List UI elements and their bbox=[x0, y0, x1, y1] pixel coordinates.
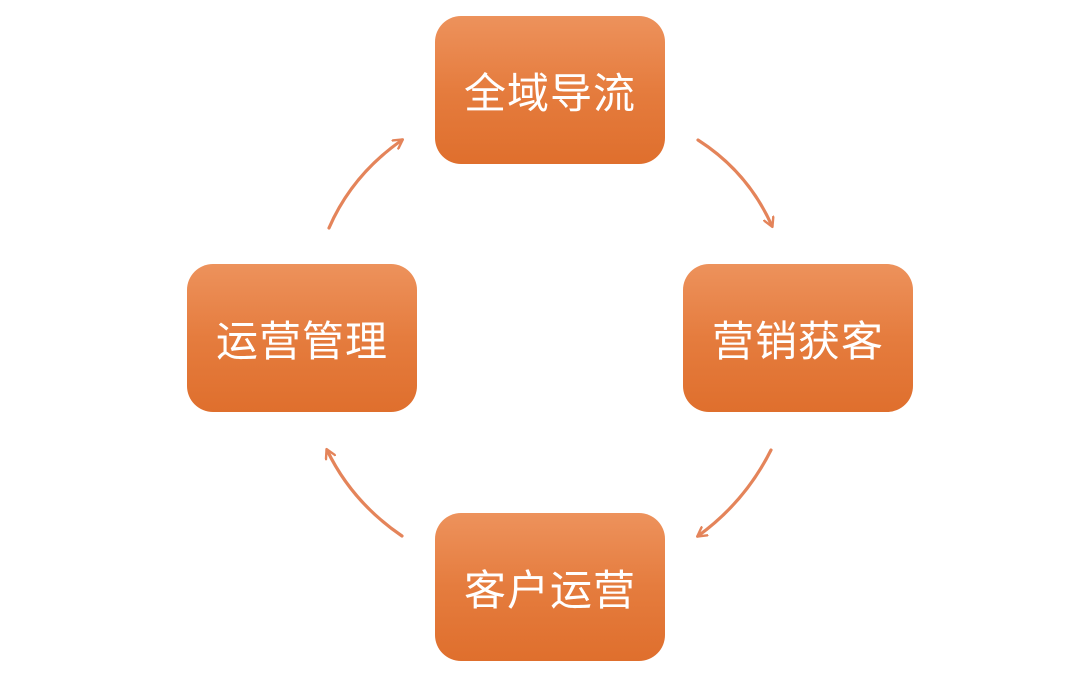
node-label: 营销获客 bbox=[711, 316, 884, 366]
node-label: 运营管理 bbox=[215, 316, 388, 366]
node-customer-operation: 客户运营 bbox=[435, 513, 665, 661]
node-operation-management: 运营管理 bbox=[187, 264, 417, 412]
node-label: 全域导流 bbox=[463, 68, 636, 118]
node-full-domain-traffic: 全域导流 bbox=[435, 16, 665, 164]
node-marketing-acquisition: 营销获客 bbox=[683, 264, 913, 412]
arrow-bottom-to-left bbox=[327, 450, 404, 538]
arrow-right-to-bottom bbox=[698, 448, 773, 536]
arrow-left-to-top bbox=[327, 140, 402, 230]
arrow-top-to-right bbox=[696, 138, 772, 226]
node-label: 客户运营 bbox=[463, 565, 636, 615]
